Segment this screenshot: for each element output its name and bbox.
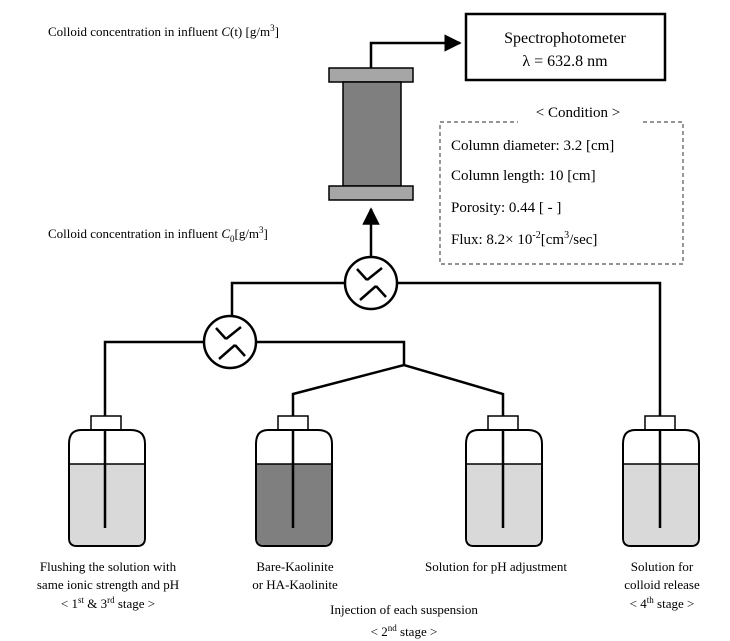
bottle-release	[622, 415, 700, 547]
flush-caption-line2: same ionic strength and pH	[37, 577, 179, 592]
spectrophotometer-wavelength: λ = 632.8 nm	[522, 53, 608, 70]
bottle-ph-adjustment	[465, 415, 543, 547]
influent-top-label: Colloid concentration in influent C(t) […	[48, 23, 279, 39]
pipe-upper-valve-right	[397, 281, 662, 418]
injection-caption-stage: < 2nd stage >	[371, 623, 438, 639]
lower-valve	[202, 314, 258, 370]
pipe-lower-valve-left	[103, 340, 204, 418]
upper-valve	[343, 255, 399, 311]
condition-length: Column length: 10 [cm]	[451, 168, 596, 184]
spectrophotometer-title: Spectrophotometer	[504, 30, 626, 47]
influent-bottom-label: Colloid concentration in influent C0[g/m…	[48, 225, 268, 244]
release-caption-stage: < 4th stage >	[630, 595, 695, 611]
ph-caption: Solution for pH adjustment	[425, 559, 567, 574]
condition-flux: Flux: 8.2× 10-2[cm3/sec]	[451, 230, 597, 248]
pipe-lower-valve-right	[256, 340, 406, 365]
condition-porosity: Porosity: 0.44 [ - ]	[451, 200, 561, 216]
condition-title: < Condition >	[536, 105, 620, 121]
spectrophotometer-box: Spectrophotometer λ = 632.8 nm	[464, 12, 667, 82]
pipe-upper-valve-left	[230, 281, 345, 316]
release-caption-line1: Solution for	[631, 559, 694, 574]
condition-box: < Condition > Column diameter: 3.2 [cm] …	[439, 100, 684, 265]
kaolinite-caption-line2: or HA-Kaolinite	[252, 577, 338, 592]
condition-diameter: Column diameter: 3.2 [cm]	[451, 138, 614, 154]
bottle-flush	[68, 415, 146, 547]
flush-caption-line1: Flushing the solution with	[40, 559, 177, 574]
column-body	[342, 81, 402, 187]
packed-column	[328, 67, 414, 201]
release-caption-line2: colloid release	[624, 577, 700, 592]
kaolinite-caption-line1: Bare-Kaolinite	[256, 559, 333, 574]
injection-caption-line1: Injection of each suspension	[330, 602, 478, 617]
outlet-line	[369, 34, 462, 68]
flush-caption-stage: < 1st & 3rd stage >	[61, 595, 155, 611]
pipe-manifold	[291, 363, 505, 418]
column-top-cap	[328, 67, 414, 83]
column-bottom-cap	[328, 185, 414, 201]
bottle-kaolinite	[255, 415, 333, 547]
